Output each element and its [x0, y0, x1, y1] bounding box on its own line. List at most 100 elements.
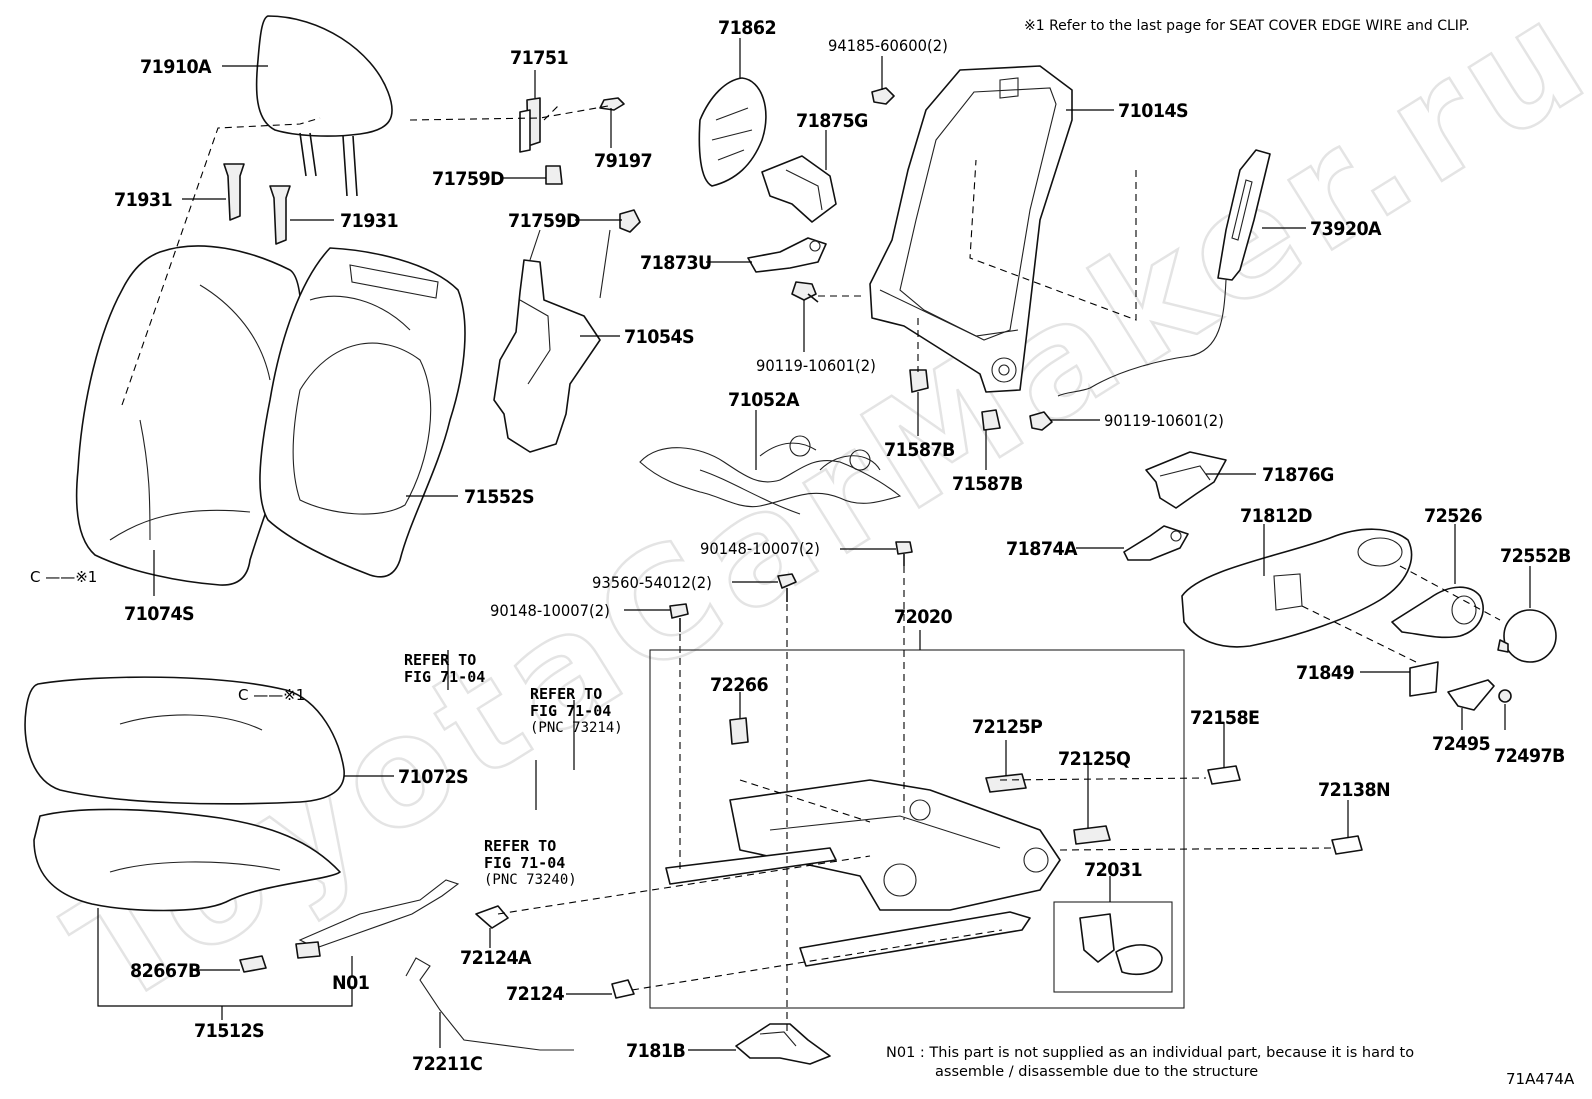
clip-71587B-a	[909, 369, 929, 393]
callout-72211c: 72211C	[412, 1053, 483, 1075]
lock-bracket-71751	[519, 97, 541, 153]
callout-71862: 71862	[718, 17, 777, 39]
callout-71874a: 71874A	[1006, 538, 1078, 560]
nut-94185	[871, 87, 895, 105]
footer-note: N01 : This part is not supplied as an in…	[886, 1045, 1415, 1080]
side-cover-71862	[698, 77, 767, 187]
cover-72495	[1447, 679, 1495, 711]
cover-cap-72552B	[1497, 609, 1557, 663]
cushion-pad-71512S	[33, 808, 341, 912]
callout-71910a: 71910A	[140, 56, 212, 78]
clip-71759D-b	[619, 209, 641, 233]
side-shield-71812D	[1181, 528, 1413, 648]
callout-93560: 93560-54012(2)	[592, 573, 712, 592]
callout-72125p: 72125P	[972, 716, 1043, 738]
sheet-id: 71A474A	[1506, 1070, 1575, 1088]
callout-71552s: 71552S	[464, 486, 535, 508]
callout-72266: 72266	[710, 674, 769, 696]
edge-wire-symbol-back: C ——※1	[30, 568, 98, 586]
part-72031-box	[1053, 901, 1173, 993]
recliner-lever-72526	[1391, 586, 1484, 639]
bolt-90148-right	[895, 541, 913, 566]
bracket-71874A	[1123, 525, 1189, 561]
seat-adjuster-72020	[665, 779, 1061, 967]
callout-90148a: 90148-10007(2)	[700, 539, 820, 558]
lifter-rod-72211C	[405, 957, 574, 1051]
callout-71512s: 71512S	[194, 1020, 265, 1042]
callout-72124a: 72124A	[460, 947, 532, 969]
connector-82667B	[239, 955, 267, 973]
clip-72497B	[1498, 689, 1512, 703]
bolt-90119-upper	[791, 281, 819, 303]
callout-72138n: 72138N	[1318, 779, 1391, 801]
callout-90119b: 90119-10601(2)	[1104, 411, 1224, 430]
callout-71587ba: 71587B	[884, 439, 955, 461]
callout-72526: 72526	[1424, 505, 1483, 527]
bracket-71873U	[747, 237, 827, 273]
callout-71052a: 71052A	[728, 389, 800, 411]
callout-79197: 79197	[594, 150, 653, 172]
callout-73920a: 73920A	[1310, 218, 1382, 240]
callout-71072s: 71072S	[398, 766, 469, 788]
bracket-7181B	[735, 1023, 831, 1065]
cover-72124A	[475, 905, 509, 929]
callout-71587bb: 71587B	[952, 473, 1023, 495]
adjuster-group-box	[649, 649, 1185, 1009]
callout-72495: 72495	[1432, 733, 1491, 755]
callout-71014s: 71014S	[1118, 100, 1189, 122]
callout-71759da: 71759D	[432, 168, 505, 190]
callout-71751: 71751	[510, 47, 569, 69]
assembly-dash-lines	[121, 103, 1501, 1034]
callout-71876g: 71876G	[1262, 464, 1334, 486]
wire-harness-71052A	[639, 435, 902, 515]
lumbar-support-71054S	[493, 229, 611, 453]
callout-71054s: 71054S	[624, 326, 695, 348]
part-72138N	[1331, 835, 1363, 855]
callout-71931b: 71931	[340, 210, 399, 232]
bracket-71875G	[761, 155, 837, 223]
callout-72497b: 72497B	[1494, 745, 1565, 767]
callout-71849: 71849	[1296, 662, 1355, 684]
part-72266	[729, 717, 749, 745]
callout-72552b: 72552B	[1500, 545, 1571, 567]
pad-71849	[1409, 661, 1439, 697]
callout-94185: 94185-60600(2)	[828, 36, 948, 55]
seatback-pad-71552S	[259, 247, 466, 578]
part-72125P	[985, 773, 1027, 793]
leader-lines	[97, 38, 1531, 1051]
bolt-90119-lower	[1029, 411, 1053, 431]
cushion-cover-71072S	[24, 676, 345, 805]
callout-90148b: 90148-10007(2)	[490, 601, 610, 620]
seatback-cover-71074S	[75, 245, 303, 586]
part-72031	[1079, 913, 1163, 976]
callout-71873u: 71873U	[640, 252, 712, 274]
clip-79197	[599, 97, 625, 111]
cover-72124	[611, 979, 635, 999]
callout-72031: 72031	[1084, 859, 1143, 881]
edge-wire-symbol-cushion: C ——※1	[238, 686, 306, 704]
callout-71812d: 71812D	[1240, 505, 1313, 527]
side-airbag-73920A	[1057, 149, 1271, 397]
callout-71931a: 71931	[114, 189, 173, 211]
callout-72158e: 72158E	[1190, 707, 1260, 729]
seatback-frame-71014S	[869, 65, 1073, 393]
callout-72124: 72124	[506, 983, 565, 1005]
callout-72125q: 72125Q	[1058, 748, 1131, 770]
callout-72020: 72020	[894, 606, 953, 628]
clip-71759D-a	[545, 165, 563, 185]
wire-N01	[295, 879, 460, 959]
clip-71587B-b	[981, 409, 1001, 431]
screw-93560	[777, 573, 797, 602]
callout-82667b: 82667B	[130, 960, 201, 982]
part-72125Q	[1073, 825, 1111, 845]
callout-7181b: 7181B	[626, 1040, 686, 1062]
headrest-guide-71931-right	[269, 185, 291, 245]
callout-n01: N01	[332, 972, 370, 994]
callout-71759db: 71759D	[508, 210, 581, 232]
headrest-guide-71931-left	[223, 163, 245, 221]
bolt-90148-left	[669, 603, 689, 632]
